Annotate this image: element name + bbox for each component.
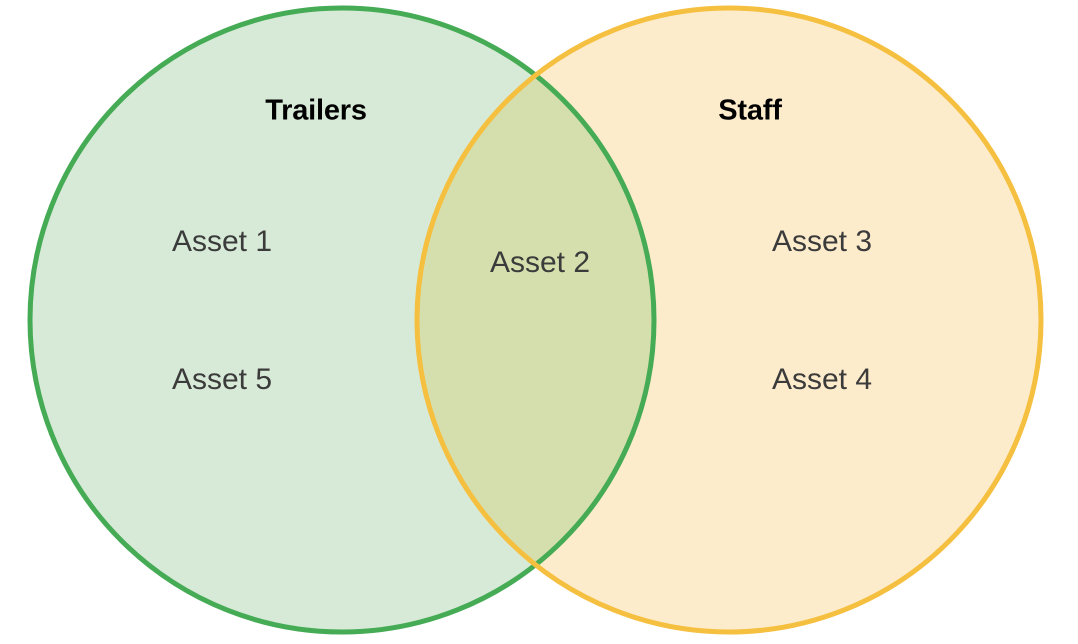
- set-title-staff: Staff: [718, 94, 782, 127]
- set-title-trailers: Trailers: [265, 94, 367, 127]
- item-label-asset-4: Asset 4: [771, 363, 873, 396]
- item-label-asset-3: Asset 3: [771, 225, 873, 258]
- item-label-asset-5: Asset 5: [171, 363, 273, 396]
- region-intersection[interactable]: [417, 8, 1041, 632]
- circle-trailers-outline: [27, 5, 657, 635]
- circle-staff-outline: [414, 5, 1044, 635]
- item-label-asset-1: Asset 1: [171, 225, 273, 258]
- item-label-asset-2: Asset 2: [489, 246, 591, 279]
